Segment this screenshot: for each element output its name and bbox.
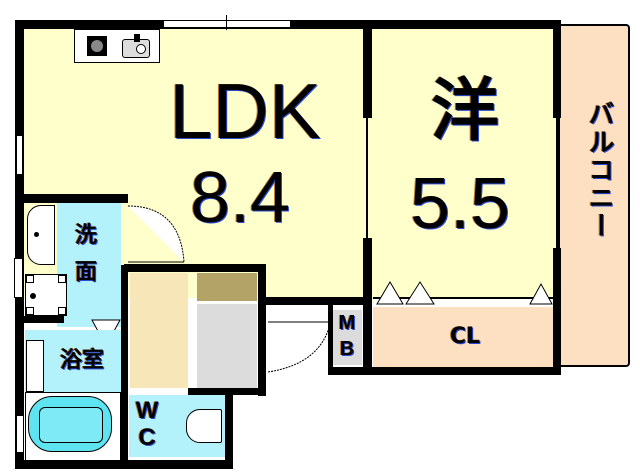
window-left-lower <box>14 258 23 298</box>
washbasin-icon <box>27 205 55 265</box>
toilet-label-1: W <box>135 397 159 424</box>
washing-machine-icon <box>25 274 67 316</box>
wall <box>363 20 372 118</box>
window-bath <box>16 415 24 453</box>
storage-tan <box>130 273 188 388</box>
balcony-label: バルコニー <box>584 100 614 240</box>
bathtub-icon <box>28 396 112 452</box>
wall <box>262 297 372 305</box>
window-left <box>16 135 23 175</box>
wall <box>366 118 368 238</box>
sink-icon <box>122 34 150 58</box>
wall <box>556 118 558 248</box>
washroom-label-2: 面 <box>74 260 97 285</box>
room-western <box>370 28 556 303</box>
hall-door-icon <box>127 205 185 263</box>
meter-box <box>332 310 362 365</box>
wall <box>363 238 372 375</box>
entrance-door-icon <box>267 321 332 373</box>
wall <box>15 194 24 469</box>
wall <box>15 460 233 469</box>
closet <box>373 307 553 367</box>
balcony <box>558 24 630 367</box>
wall <box>328 367 558 375</box>
ldk-size: 8.4 <box>189 158 291 238</box>
wall <box>124 264 266 272</box>
washroom <box>57 203 121 327</box>
storage-olive <box>197 273 257 301</box>
toilet-label-2: C <box>138 424 156 451</box>
wall <box>15 194 128 203</box>
meter-box-label-1: M <box>338 312 356 334</box>
storage-gray <box>197 304 257 388</box>
wall <box>15 20 24 200</box>
washroom-label-1: 洗 <box>74 223 97 248</box>
window-top <box>163 20 291 28</box>
closet-label: CL <box>449 324 481 349</box>
stove-icon <box>87 36 107 56</box>
toilet-icon <box>186 409 222 443</box>
bathroom-label: 浴室 <box>59 348 104 373</box>
closet-door-track <box>373 297 553 305</box>
wall <box>121 265 128 465</box>
wall <box>258 264 266 396</box>
wall <box>328 305 333 375</box>
wall <box>24 316 64 323</box>
closet-door-icon <box>376 281 553 305</box>
western-label: 洋 <box>430 72 499 151</box>
ldk-label: LDK <box>169 67 321 155</box>
bath-shelf <box>26 340 44 392</box>
wall <box>553 20 561 118</box>
wall <box>225 388 233 468</box>
entrance <box>265 305 329 370</box>
wall <box>188 388 266 395</box>
meter-box-label-2: B <box>339 338 355 360</box>
window-mark <box>226 15 227 30</box>
western-size: 5.5 <box>409 164 511 244</box>
wall <box>553 248 561 375</box>
